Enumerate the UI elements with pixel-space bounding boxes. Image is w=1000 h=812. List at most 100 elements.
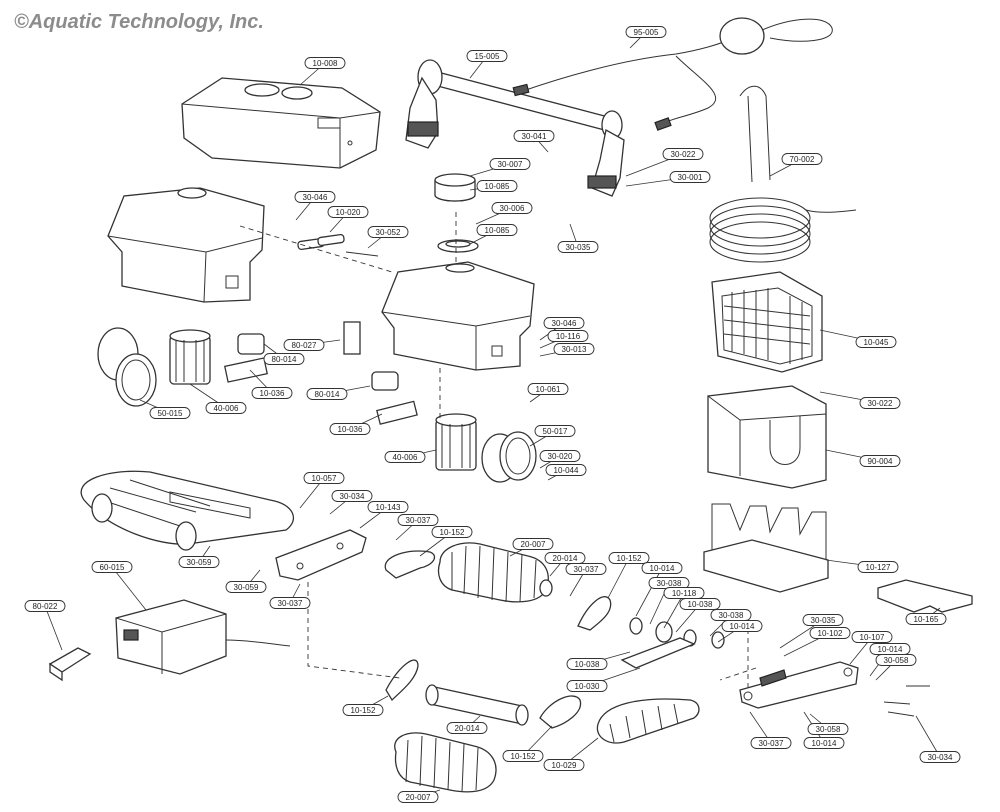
filter-tray-part <box>703 503 829 593</box>
part-number-label: 30-022 <box>671 150 696 159</box>
part-number-callout: 10-008 <box>304 57 346 69</box>
part-number-label: 10-061 <box>536 385 561 394</box>
part-number-label: 10-014 <box>730 622 755 631</box>
part-number-callout: 30-034 <box>331 490 373 502</box>
part-number-label: 30-037 <box>278 599 303 608</box>
part-number-callout: 80-022 <box>24 600 66 612</box>
callout-pill <box>269 597 311 609</box>
part-number-label: 10-038 <box>688 600 713 609</box>
part-number-label: 30-041 <box>522 132 547 141</box>
part-number-callout: 10-038 <box>566 658 608 670</box>
part-number-label: 80-014 <box>272 355 297 364</box>
part-number-callout: 10-116 <box>547 330 589 342</box>
part-number-label: 10-057 <box>312 474 337 483</box>
part-number-callout: 30-037 <box>565 563 607 575</box>
part-number-callout: 10-020 <box>327 206 369 218</box>
callout-pill <box>527 383 569 395</box>
part-number-label: 70-002 <box>790 155 815 164</box>
part-number-label: 10-118 <box>672 589 697 598</box>
gearbox-cap-left-part <box>97 327 157 407</box>
part-number-callout: 10-014 <box>641 562 683 574</box>
track-assembly-left-part <box>80 470 295 551</box>
part-number-label: 30-013 <box>562 345 587 354</box>
callout-pill <box>397 791 439 803</box>
part-number-callout: 10-057 <box>303 472 345 484</box>
part-number-label: 30-034 <box>928 753 953 762</box>
part-number-label: 10-044 <box>554 466 579 475</box>
part-number-callout: 10-014 <box>721 620 763 632</box>
callout-pill <box>608 552 650 564</box>
callout-pill <box>306 388 348 400</box>
part-number-label: 30-035 <box>566 243 591 252</box>
handle-part <box>405 59 625 197</box>
callout-pill <box>446 722 488 734</box>
part-number-callout: 10-029 <box>543 759 585 771</box>
callout-pill <box>566 658 608 670</box>
filter-bag-part <box>711 271 823 373</box>
part-number-label: 30-006 <box>500 204 525 213</box>
part-number-label: 30-052 <box>376 228 401 237</box>
part-number-label: 30-034 <box>340 492 365 501</box>
part-number-label: 30-037 <box>759 739 784 748</box>
part-number-callout: 30-007 <box>489 158 531 170</box>
callout-pill <box>625 26 667 38</box>
callout-pill <box>476 224 518 236</box>
callout-pill <box>149 407 191 419</box>
remote-part <box>48 647 92 682</box>
part-number-label: 30-059 <box>187 558 212 567</box>
part-number-callout: 10-143 <box>367 501 409 513</box>
callout-pill <box>802 614 844 626</box>
callout-pill <box>263 353 305 365</box>
part-number-label: 20-007 <box>406 793 431 802</box>
part-number-callout: 80-014 <box>263 353 305 365</box>
part-number-callout: 10-102 <box>809 627 851 639</box>
part-number-label: 10-008 <box>313 59 338 68</box>
part-number-callout: 10-030 <box>566 680 608 692</box>
callout-pill <box>547 330 589 342</box>
motor-housing-left-part <box>107 187 265 303</box>
part-number-callout: 10-036 <box>329 423 371 435</box>
part-number-label: 10-152 <box>351 706 376 715</box>
part-number-callout: 70-002 <box>781 153 823 165</box>
part-number-callout: 10-036 <box>251 387 293 399</box>
part-number-label: 30-038 <box>657 579 682 588</box>
part-number-label: 10-029 <box>552 761 577 770</box>
part-number-label: 30-058 <box>816 725 841 734</box>
top-cover-part <box>181 77 381 169</box>
motor-housing-center-part <box>381 261 535 371</box>
part-number-label: 10-152 <box>440 528 465 537</box>
callout-pill <box>397 514 439 526</box>
exploded-view-drawings <box>48 17 973 793</box>
part-number-callout: 10-044 <box>545 464 587 476</box>
part-number-label: 40-006 <box>214 404 239 413</box>
part-number-label: 10-107 <box>860 633 885 642</box>
callout-pill <box>851 631 893 643</box>
roller-bottom-part <box>425 684 529 726</box>
part-number-callout: 15-005 <box>466 50 508 62</box>
callout-pill <box>803 737 845 749</box>
track-right-part <box>596 698 700 744</box>
callout-pill <box>539 450 581 462</box>
callout-pill <box>565 563 607 575</box>
callout-pill <box>679 598 721 610</box>
part-number-label: 10-165 <box>914 615 939 624</box>
part-number-callout: 60-015 <box>91 561 133 573</box>
part-number-callout: 10-107 <box>851 631 893 643</box>
brush-roller-bottom-part <box>394 732 497 793</box>
part-number-callout: 30-035 <box>802 614 844 626</box>
tool-part <box>877 579 973 613</box>
part-number-label: 10-014 <box>878 645 903 654</box>
part-number-label: 10-045 <box>864 338 889 347</box>
callout-pill <box>534 425 576 437</box>
callout-pill <box>512 538 554 550</box>
part-number-label: 30-035 <box>811 616 836 625</box>
coiled-cable-part <box>709 85 857 263</box>
part-number-label: 30-038 <box>719 611 744 620</box>
callout-pill <box>875 654 917 666</box>
part-number-callout: 30-046 <box>543 317 585 329</box>
part-number-callout: 10-152 <box>342 704 384 716</box>
part-number-callout: 30-022 <box>662 148 704 160</box>
part-number-callout: 30-037 <box>750 737 792 749</box>
power-supply-part <box>115 599 291 675</box>
